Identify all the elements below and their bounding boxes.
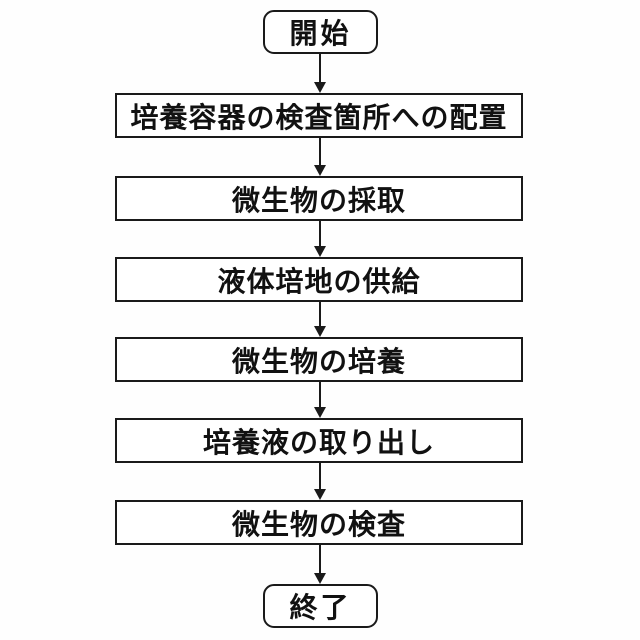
arrow-head-icon [314,165,326,176]
arrow-head-icon [314,246,326,257]
flow-arrow-7 [308,545,332,584]
arrow-line [318,463,322,490]
flowchart-step-culture: 微生物の培養 [115,337,523,382]
flow-arrow-3 [308,221,332,257]
flow-arrow-5 [308,382,332,418]
arrow-line [318,302,322,327]
flow-arrow-4 [308,302,332,337]
arrow-head-icon [314,573,326,584]
flowchart-step-placement: 培養容器の検査箇所への配置 [115,93,523,138]
step-label: 微生物の検査 [231,507,406,541]
flowchart-node-start: 開始 [263,10,378,54]
step-label: 培養液の取り出し [202,425,435,459]
arrow-line [318,54,322,83]
arrow-line [318,382,322,408]
flowchart-step-inspection: 微生物の検査 [115,500,523,545]
flow-arrow-6 [308,463,332,500]
arrow-line [318,138,322,166]
step-label: 微生物の採取 [231,183,406,217]
arrow-line [318,221,322,247]
flow-arrow-2 [308,138,332,176]
flow-arrow-1 [308,54,332,93]
flowchart-step-medium-supply: 液体培地の供給 [115,257,523,302]
flowchart-step-extraction: 培養液の取り出し [115,418,523,463]
arrow-head-icon [314,326,326,337]
arrow-head-icon [314,489,326,500]
flowchart-step-collection: 微生物の採取 [115,176,523,221]
node-label: 終了 [289,591,352,624]
node-label: 開始 [289,17,352,50]
arrow-head-icon [314,407,326,418]
step-label: 液体培地の供給 [217,264,421,298]
step-label: 微生物の培養 [231,344,406,378]
arrow-line [318,545,322,574]
arrow-head-icon [314,82,326,93]
step-label: 培養容器の検査箇所への配置 [130,100,508,134]
flowchart-node-end: 終了 [263,584,378,628]
